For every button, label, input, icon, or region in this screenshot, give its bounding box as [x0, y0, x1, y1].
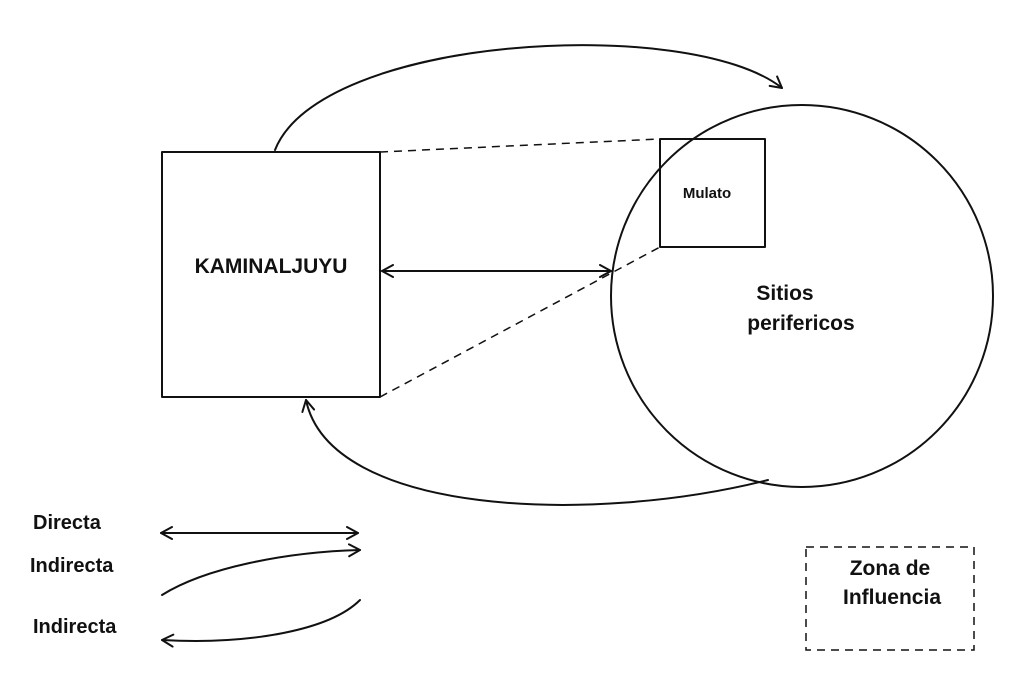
legend-indirect-arrow-2 — [161, 599, 361, 648]
peripheral-sites-circle — [610, 104, 994, 488]
kaminaljuyu-label: KAMINALJUYU — [195, 255, 348, 278]
mulato-box — [659, 138, 766, 248]
zone-label-line2: Influencia — [843, 586, 941, 609]
mulato-label: Mulato — [683, 185, 731, 202]
influence-dashed-line-top — [379, 138, 661, 153]
indirect-arc-bottom-arrow — [301, 399, 769, 506]
legend-indirect-label-1: Indirecta — [30, 555, 114, 577]
kaminaljuyu-box — [161, 151, 381, 398]
indirect-arc-top-arrow — [274, 44, 783, 151]
zone-label-line1: Zona de — [850, 557, 931, 580]
peripheral-sites-label-line2: perifericos — [747, 312, 854, 335]
legend-indirect-label-2: Indirecta — [33, 616, 117, 638]
legend-direct-label: Directa — [33, 512, 102, 534]
zone-of-influence-box — [805, 546, 975, 651]
peripheral-sites-label-line1: Sitios — [756, 282, 813, 305]
legend-indirect-arrow-1 — [161, 543, 361, 596]
influence-dashed-line-bottom — [379, 246, 661, 398]
